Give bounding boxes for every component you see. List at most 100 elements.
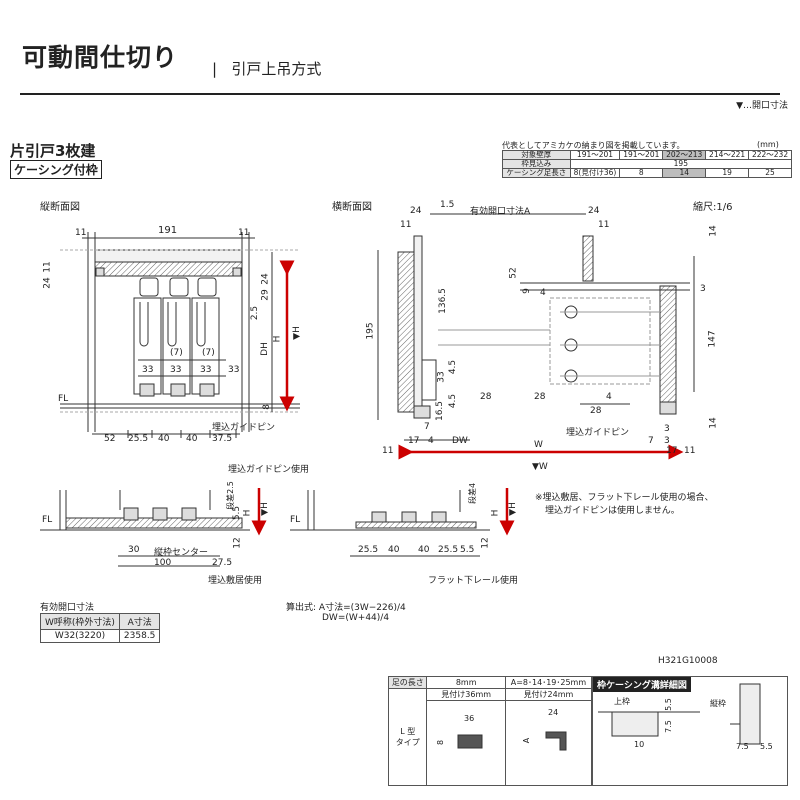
dim-label: 8	[436, 739, 446, 746]
dim-label: 24	[42, 277, 53, 289]
dim-label: (7)	[202, 348, 215, 358]
dim-label: DH	[259, 342, 270, 356]
table-note: 代表としてアミカケの納まり図を掲載しています。	[502, 141, 685, 150]
product-type: 片引戸3枚建	[10, 142, 96, 160]
dim-label: ▼H	[291, 326, 302, 340]
wall-thickness-table: 対象壁厚 191～201 191～201 202～213 214～221 222…	[502, 150, 793, 178]
dim-label: 10	[634, 740, 645, 749]
dim-label: 8	[261, 404, 272, 410]
formula-label: 算出式:	[286, 603, 317, 613]
dim-label: 25.5	[358, 545, 379, 555]
column-header: W呼称(枠外寸法)	[40, 613, 120, 630]
horizontal-section-title: 横断面図	[332, 202, 372, 213]
note-line1: ※埋込敷居、フラット下レール使用の場合、	[535, 493, 714, 503]
dim-label: 11	[684, 446, 696, 456]
floor-level-label: FL	[290, 515, 301, 525]
column-header: A寸法	[118, 613, 161, 630]
dim-label: 4.5	[448, 393, 459, 409]
cell: W32(3220)	[40, 629, 120, 643]
dim-label: W	[534, 440, 543, 450]
dim-label: 37.5	[212, 434, 233, 444]
dim-label: 30	[128, 545, 140, 555]
opening-table-title: 有効開口寸法	[40, 603, 95, 613]
dim-label: 100	[154, 558, 172, 568]
cell	[504, 700, 593, 786]
dim-label: H	[272, 335, 283, 343]
dim-label: 16.5	[435, 400, 446, 422]
dim-label: H	[242, 509, 253, 517]
table-row	[389, 700, 593, 786]
dim-label: 28	[534, 392, 546, 402]
dim-label: 33	[436, 371, 447, 383]
dim-label: 33	[170, 365, 182, 375]
column-header: 足の長さ	[387, 676, 428, 689]
dim-label: 24	[548, 708, 559, 717]
dim-label: 2.5	[250, 305, 261, 321]
table-row: W32(3220) 2358.5	[40, 629, 161, 643]
table-row: W呼称(枠外寸法) A寸法	[40, 613, 161, 630]
dim-label: 28	[590, 406, 602, 416]
dim-label: 5.5	[663, 698, 673, 711]
dim-label: 195	[365, 322, 376, 340]
vertical-section-title: 縦断面図	[40, 202, 80, 213]
dim-label: 5.5	[760, 742, 773, 751]
dim-label: 33	[200, 365, 212, 375]
dim-label: H	[490, 509, 501, 517]
cell: 8mm	[426, 676, 506, 689]
guide-pin-label: 埋込ガイドピン	[566, 428, 630, 438]
frame-groove-detail	[592, 676, 788, 786]
dim-label: 17	[408, 436, 420, 446]
row-label-line2: タイプ	[395, 738, 420, 747]
dim-label: 40	[158, 434, 170, 444]
dim-label: 36	[464, 714, 475, 723]
title-separator: |	[212, 60, 218, 78]
dim-label: 4	[540, 288, 546, 298]
dim-label: ▼H	[507, 502, 518, 516]
row-label: ケーシング足長さ	[502, 168, 571, 178]
dim-label: 24	[410, 206, 422, 216]
dim-label: 3	[700, 284, 706, 294]
guide-pin-label: 埋込ガイドピン	[212, 423, 276, 433]
table-row: L 型 タイプ 見付け36mm 見付け24mm	[387, 688, 593, 786]
cell: 見付け24mm	[504, 688, 593, 701]
dim-label: 4	[606, 392, 612, 402]
cell: 見付け36mm	[426, 688, 506, 701]
dim-label: 147	[707, 330, 718, 348]
page-title: 可動間仕切り	[22, 43, 179, 72]
product-code: H321G10008	[658, 656, 718, 666]
dim-label: 12	[232, 537, 243, 549]
dim-label: (7)	[170, 348, 183, 358]
opening-table: W呼称(枠外寸法) A寸法 W32(3220) 2358.5	[40, 613, 161, 643]
cell	[426, 700, 506, 786]
subtitle-text: 引戸上吊方式	[231, 60, 322, 78]
legend-note: ▼…開口寸法	[736, 101, 788, 111]
dim-label: 52	[104, 434, 116, 444]
dim-label: 9	[521, 288, 532, 294]
frame-groove-drawings	[598, 683, 761, 745]
floor-level-label: FL	[58, 394, 69, 404]
dim-label: 7	[424, 422, 430, 432]
dim-label: 3	[664, 424, 670, 434]
page-subtitle: | 引戸上吊方式	[212, 58, 321, 79]
cell: 25	[748, 168, 792, 178]
dim-label: 52	[508, 267, 519, 279]
dim-label: 40	[418, 545, 430, 555]
row-label-line1: L 型	[400, 727, 416, 736]
dim-label: 11	[598, 220, 610, 230]
dim-label: 7.5	[663, 720, 673, 733]
dim-label: 11	[75, 228, 87, 238]
side-frame-label: 縦枠	[710, 699, 726, 708]
dim-label: 4	[428, 436, 434, 446]
vertical-section-drawing	[60, 232, 300, 438]
dim-label: 33	[142, 365, 154, 375]
formula-a-text: A寸法=(3W−226)/4	[318, 603, 406, 613]
dim-label: 7.5	[736, 742, 749, 751]
table-unit: (mm)	[757, 140, 779, 149]
dim-label: 40	[388, 545, 400, 555]
dim-label: 136.5	[437, 288, 448, 314]
dim-label: 12	[480, 537, 491, 549]
dim-label: 191	[158, 225, 178, 236]
dim-label: 11	[400, 220, 412, 230]
dim-label: 24	[588, 206, 600, 216]
